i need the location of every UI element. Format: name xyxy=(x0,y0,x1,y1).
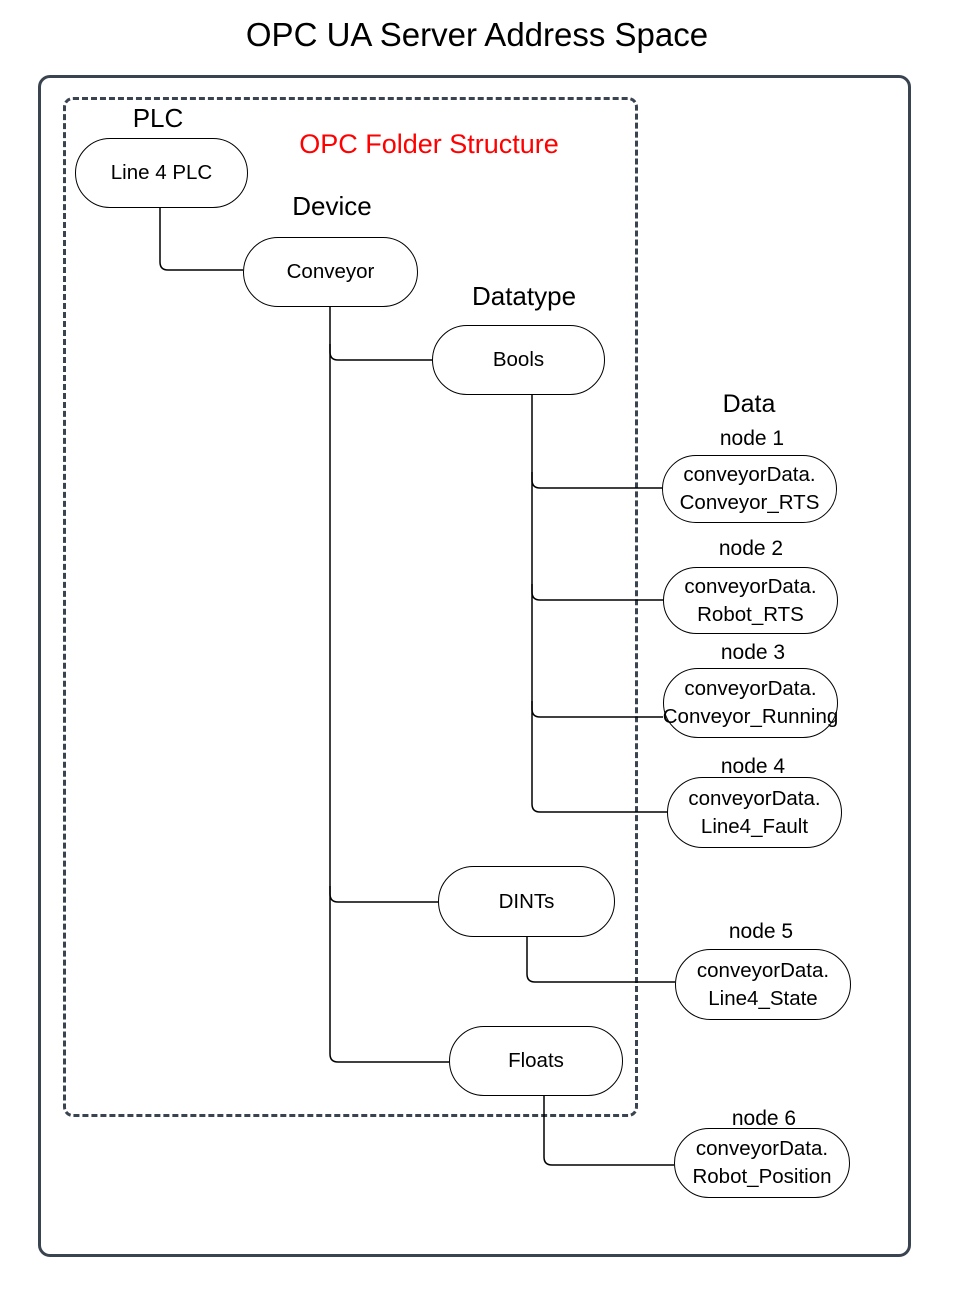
folder-node-floats: Floats xyxy=(449,1026,623,1096)
data-node-2: conveyorData. Robot_RTS xyxy=(663,567,838,634)
data-node-1-line1: conveyorData. xyxy=(683,463,816,486)
folder-node-line4-plc: Line 4 PLC xyxy=(75,138,248,208)
page-title: OPC UA Server Address Space xyxy=(245,16,709,53)
folder-node-line4-plc-label: Line 4 PLC xyxy=(110,161,213,184)
data-node-5-line1: conveyorData. xyxy=(696,958,830,982)
address-space-frame xyxy=(38,75,911,1257)
data-node-2-line1: conveyorData. xyxy=(684,574,817,598)
node-1-tag: node 1 xyxy=(719,427,785,450)
data-node-2-line2: Robot_RTS xyxy=(697,602,804,626)
data-node-5: conveyorData. Line4_State xyxy=(675,949,851,1020)
node-6-tag: node 6 xyxy=(731,1107,797,1130)
folder-node-bools-label: Bools xyxy=(492,348,545,371)
data-node-4: conveyorData. Line4_Fault xyxy=(667,777,842,848)
data-node-1-line2: Conveyor_RTS xyxy=(679,491,820,514)
heading-device: Device xyxy=(292,191,372,221)
heading-plc: PLC xyxy=(132,103,184,133)
node-2-tag: node 2 xyxy=(718,537,784,560)
heading-datatype: Datatype xyxy=(471,281,577,311)
data-node-6-line1: conveyorData. xyxy=(695,1137,829,1160)
data-node-3: conveyorData. Conveyor_Running xyxy=(663,668,838,738)
opc-folder-structure-label: OPC Folder Structure xyxy=(299,129,559,159)
data-node-1: conveyorData. Conveyor_RTS xyxy=(662,455,837,523)
data-node-3-line1: conveyorData. xyxy=(684,677,817,700)
node-4-tag: node 4 xyxy=(720,755,786,778)
folder-node-bools: Bools xyxy=(432,325,605,395)
folder-node-floats-label: Floats xyxy=(508,1049,564,1072)
folder-node-conveyor-label: Conveyor xyxy=(286,260,375,283)
data-node-3-line2: Conveyor_Running xyxy=(662,705,839,728)
data-node-5-line2: Line4_State xyxy=(708,986,818,1010)
node-5-tag: node 5 xyxy=(728,920,794,943)
folder-node-dints: DINTs xyxy=(438,866,615,937)
data-node-4-line1: conveyorData. xyxy=(688,786,821,810)
heading-data: Data xyxy=(722,390,776,418)
data-node-6: conveyorData. Robot_Position xyxy=(674,1128,850,1198)
folder-node-dints-label: DINTs xyxy=(498,889,555,913)
node-3-tag: node 3 xyxy=(720,641,786,664)
data-node-6-line2: Robot_Position xyxy=(692,1165,832,1188)
folder-node-conveyor: Conveyor xyxy=(243,237,418,307)
data-node-4-line2: Line4_Fault xyxy=(700,814,809,838)
